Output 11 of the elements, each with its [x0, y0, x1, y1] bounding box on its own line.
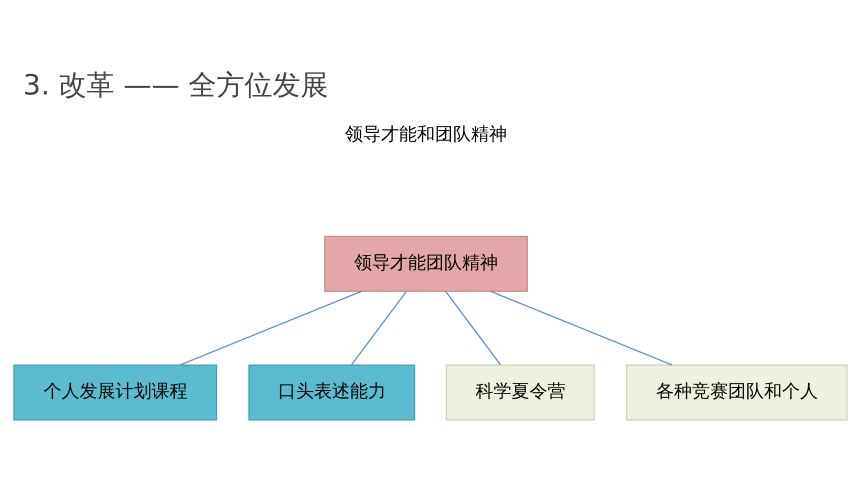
- node-box: 口头表述能力: [248, 364, 416, 421]
- node-box: 个人发展计划课程: [13, 364, 218, 421]
- connector: [180, 290, 362, 366]
- node-box: 领导才能团队精神: [324, 236, 528, 292]
- label: 领导才能和团队精神: [345, 124, 508, 145]
- node-box: 科学夏令营: [446, 364, 595, 421]
- connector: [490, 290, 672, 366]
- connector: [351, 290, 408, 366]
- connector: [445, 290, 501, 366]
- diagram-title: 3. 改革 —— 全方位发展: [23, 68, 329, 102]
- node-box: 各种竞赛团队和个人: [626, 364, 848, 421]
